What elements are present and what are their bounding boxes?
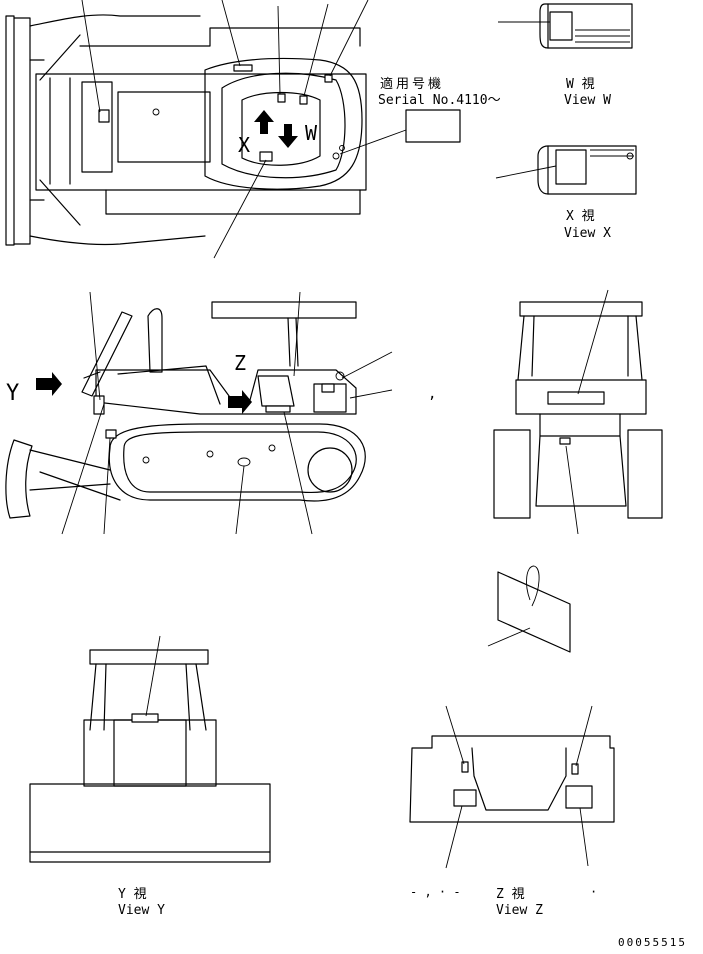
view-w-en: View W xyxy=(564,93,611,108)
drawing-number: 00055515 xyxy=(618,936,687,949)
rear-decal xyxy=(547,391,605,405)
view-z-prefix-marks: - , · - xyxy=(410,885,461,899)
blade-plate xyxy=(13,17,31,245)
arrow-right-icon-y xyxy=(36,372,62,396)
dozer-body xyxy=(95,369,357,415)
view-x-detail: X 視 View X xyxy=(495,145,637,241)
applicable-jp-label: 適用号機 xyxy=(380,76,444,92)
front-canopy xyxy=(89,649,209,665)
rear-view xyxy=(493,289,663,535)
serial-plate-decal xyxy=(405,109,461,143)
decal-w xyxy=(549,11,573,41)
view-z-detail: - , · - Z 視 · View Z xyxy=(409,705,615,918)
stray-comma: , xyxy=(428,386,436,402)
view-y-front: Y 視 View Y xyxy=(29,635,271,918)
front-blade xyxy=(29,783,271,863)
arrow-up-icon xyxy=(254,110,274,134)
cab-rear-panel xyxy=(409,735,615,823)
tag-detail xyxy=(487,565,571,653)
callout-w: W xyxy=(305,121,318,145)
decal-x xyxy=(555,149,587,185)
arrow-right-icon-z xyxy=(228,390,252,414)
callout-x: X xyxy=(238,133,250,157)
track-right xyxy=(105,189,361,215)
rear-track-right xyxy=(627,429,663,519)
view-w-jp: W 視 xyxy=(566,77,595,92)
arrow-down-icon xyxy=(278,124,298,148)
chassis-outline xyxy=(35,73,367,191)
callout-y: Y xyxy=(6,381,19,406)
track-left xyxy=(79,27,361,47)
view-z-en: View Z xyxy=(496,903,543,918)
view-w-detail: W 視 View W xyxy=(498,3,633,108)
callout-z: Z xyxy=(234,351,246,375)
hood-top xyxy=(117,91,211,163)
view-z-suffix-mark: · xyxy=(590,885,597,899)
side-blade xyxy=(5,439,33,519)
decal-z-right xyxy=(565,785,593,809)
operator-deck xyxy=(204,57,363,190)
view-y-jp: Y 視 xyxy=(118,887,147,902)
view-x-en: View X xyxy=(564,226,611,241)
side-view: Y Z , xyxy=(5,291,436,535)
rear-track-left xyxy=(493,429,531,519)
view-y-en: View Y xyxy=(118,903,165,918)
decal-marker xyxy=(98,109,110,123)
blade-edge xyxy=(5,15,15,246)
view-x-jp: X 視 xyxy=(566,209,595,224)
radiator-grille xyxy=(113,719,187,787)
view-z-jp: Z 視 xyxy=(496,887,525,902)
rops-canopy xyxy=(211,301,357,319)
decal-z-left xyxy=(453,789,477,807)
top-plan-view: W X xyxy=(5,0,407,259)
rear-canopy xyxy=(519,301,643,317)
side-track xyxy=(108,423,366,502)
serial-number-label: Serial No.4110～ xyxy=(378,93,501,108)
hang-tag xyxy=(497,571,571,653)
rear-body xyxy=(515,379,647,415)
serial-applicability-block: 適用号機 Serial No.4110～ xyxy=(378,76,501,143)
